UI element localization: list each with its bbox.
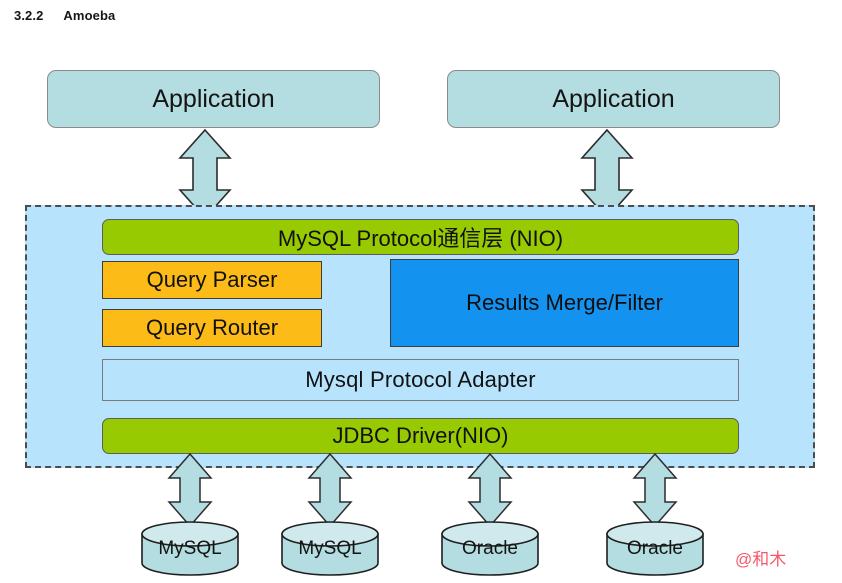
- query-router-box: Query Router: [102, 309, 322, 347]
- section-heading: 3.2.2 Amoeba: [14, 8, 115, 23]
- query-parser-box: Query Parser: [102, 261, 322, 299]
- bidirectional-arrow-db3: [467, 452, 513, 528]
- jdbc-driver-label: JDBC Driver(NIO): [332, 423, 509, 448]
- database-cylinder-mysql-2: MySQL: [280, 521, 380, 576]
- mysql-protocol-layer-label: MySQL Protocol通信层 (NIO): [277, 226, 564, 251]
- cylinder-icon: [141, 521, 239, 576]
- watermark-text: @和木: [735, 550, 787, 569]
- application-box-1: Application: [47, 70, 380, 128]
- cylinder-icon: [441, 521, 539, 576]
- cylinder-icon: [281, 521, 379, 576]
- application-box-2: Application: [447, 70, 780, 128]
- database-cylinder-oracle-2: Oracle: [605, 521, 705, 576]
- bidirectional-arrow-db2: [307, 452, 353, 528]
- application-label: Application: [552, 84, 675, 113]
- database-cylinder-mysql-1: MySQL: [140, 521, 240, 576]
- database-cylinder-oracle-1: Oracle: [440, 521, 540, 576]
- application-label: Application: [152, 84, 275, 113]
- bidirectional-arrow-db4: [632, 452, 678, 528]
- jdbc-driver-bar: JDBC Driver(NIO): [102, 418, 739, 454]
- mysql-protocol-adapter-label: Mysql Protocol Adapter: [305, 367, 536, 392]
- query-parser-label: Query Parser: [146, 267, 278, 292]
- section-title: Amoeba: [63, 8, 116, 23]
- cylinder-icon: [606, 521, 704, 576]
- section-number: 3.2.2: [14, 8, 44, 23]
- results-merge-filter-label: Results Merge/Filter: [466, 290, 663, 315]
- mysql-protocol-adapter-box: Mysql Protocol Adapter: [102, 359, 739, 401]
- results-merge-filter-box: Results Merge/Filter: [390, 259, 739, 347]
- query-router-label: Query Router: [145, 315, 279, 340]
- bidirectional-arrow-db1: [167, 452, 213, 528]
- mysql-protocol-layer-bar: MySQL Protocol通信层 (NIO): [102, 219, 739, 255]
